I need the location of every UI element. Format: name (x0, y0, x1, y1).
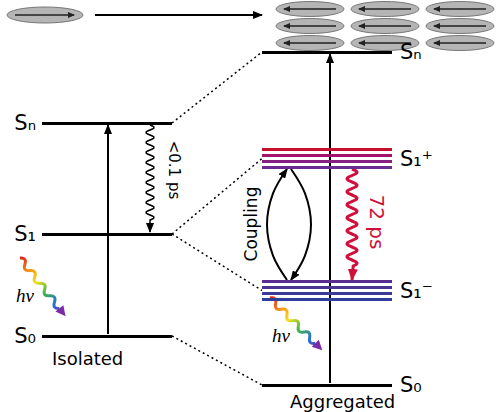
energy-level: S₁⁺ (262, 148, 392, 169)
light-pulse (16, 255, 69, 319)
dipole-arrow (15, 14, 74, 16)
level-line (262, 166, 392, 169)
energy-level: S₁ (42, 232, 172, 236)
state-label: Sₙ (400, 42, 422, 63)
pulse-head (312, 340, 326, 354)
excitation-arrow (329, 54, 331, 383)
state-label: Sₙ (14, 113, 36, 134)
level-line (262, 280, 392, 283)
level-line (262, 160, 392, 163)
level-line (262, 286, 392, 289)
level-line (262, 148, 392, 151)
edge-label: 72 ps (367, 195, 387, 250)
dipole-arrow (284, 25, 336, 27)
molecule-ellipse (426, 19, 494, 34)
energy-level: S₀ (42, 334, 172, 338)
level-line (42, 335, 172, 338)
state-label: S₁⁺ (400, 148, 433, 169)
pulse-wave (268, 296, 317, 345)
molecule-ellipse (426, 36, 494, 51)
molecule-ellipse (7, 7, 83, 23)
light-pulse (266, 294, 325, 353)
state-label: S₀ (400, 375, 422, 396)
excitation-arrow (107, 125, 109, 334)
relaxation-arrow (347, 169, 357, 280)
level-line (262, 51, 392, 54)
dipole-arrow (359, 8, 411, 10)
energy-level: Sₙ (42, 121, 172, 125)
state-label: S₁ (14, 224, 36, 245)
molecule-ellipse (276, 2, 344, 17)
molecule-ellipse (351, 2, 419, 17)
molecule-ellipse (276, 36, 344, 51)
dipole-arrow (434, 8, 486, 10)
molecule-ellipse (426, 2, 494, 17)
level-line (42, 233, 172, 236)
level-line (262, 154, 392, 157)
dipole-arrow (434, 25, 486, 27)
level-line (262, 292, 392, 295)
energy-level: Sₙ (262, 50, 392, 54)
panel-label: Aggregated (290, 393, 395, 411)
correlation-line (172, 52, 262, 123)
energy-level: S₁⁻ (262, 280, 392, 301)
coupling-arrow (267, 169, 311, 280)
energy-level: S₀ (262, 383, 392, 387)
molecule-ellipse (351, 19, 419, 34)
edge-label: <0.1 ps (166, 141, 181, 200)
molecule-ellipse (276, 19, 344, 34)
level-line (262, 384, 392, 387)
dipole-arrow (284, 42, 336, 44)
relaxation-arrow (146, 125, 154, 232)
level-line (262, 298, 392, 301)
panel-label: Isolated (52, 350, 123, 368)
photon-label: hν (272, 326, 290, 345)
state-label: S₁⁻ (400, 280, 433, 301)
dipole-arrow (359, 25, 411, 27)
dipole-arrow (434, 42, 486, 44)
dipole-arrow (284, 8, 336, 10)
edge-label: Coupling (243, 187, 260, 262)
molecule-icon (7, 7, 83, 23)
pulse-head (55, 305, 69, 319)
state-label: S₀ (14, 326, 36, 347)
aggregation-arrow (95, 14, 262, 16)
photon-label: hν (16, 286, 34, 305)
correlation-line (172, 336, 262, 385)
level-line (42, 122, 172, 125)
aggregate-icon (276, 2, 494, 51)
